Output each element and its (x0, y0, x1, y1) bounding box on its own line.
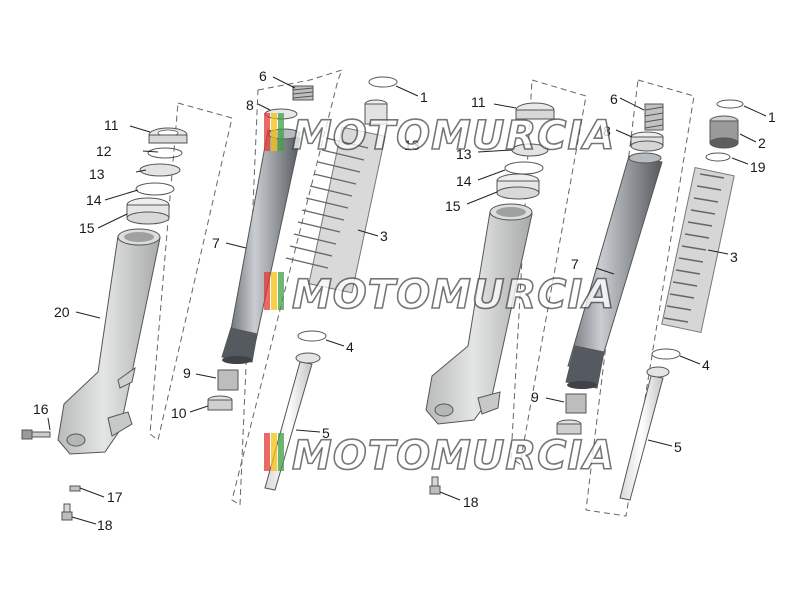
right-oring-part-1 (716, 99, 744, 109)
right-slider (425, 203, 533, 425)
left-outer-frame (231, 69, 343, 506)
left-bushing-part-10 (207, 395, 233, 411)
left-screw-part-18 (61, 503, 73, 521)
watermark-middle: MOTOMURCIA (264, 271, 615, 319)
callout-left-4: 4 (346, 339, 354, 355)
left-slider-part-20 (57, 228, 161, 455)
left-oring-part-1 (368, 76, 398, 88)
callout-left-8: 8 (246, 97, 254, 113)
callout-left-5: 5 (322, 425, 330, 441)
callout-right-3: 3 (730, 249, 738, 265)
left-spring-part-3 (285, 99, 388, 294)
callout-right-19: 19 (750, 159, 766, 175)
callout-left-18: 18 (97, 517, 113, 533)
watermark-bottom: MOTOMURCIA (264, 432, 615, 480)
right-washer-part-4 (651, 348, 681, 360)
right-ring-part-8 (630, 131, 664, 152)
callout-right-13: 13 (456, 146, 472, 162)
callout-left-9: 9 (183, 365, 191, 381)
callout-left-16: 16 (33, 401, 49, 417)
callout-left-20: 20 (54, 304, 70, 320)
right-rod-part-5 (619, 366, 670, 501)
left-spring-part-6 (292, 85, 314, 101)
callout-right-18: 18 (463, 494, 479, 510)
left-assembly: 11 12 13 14 15 20 16 17 18 9 10 7 6 8 1 … (21, 68, 428, 533)
callout-left-7: 7 (212, 235, 220, 251)
callout-left-3: 3 (380, 228, 388, 244)
right-seal-stack (496, 102, 555, 200)
callout-right-1: 1 (768, 109, 776, 125)
callout-left-14: 14 (86, 192, 102, 208)
callout-left-17: 17 (107, 489, 123, 505)
right-spring-part-6 (644, 103, 664, 131)
callout-left-1: 1 (420, 89, 428, 105)
watermark-top: MOTOMURCIA (264, 112, 615, 160)
right-outer-frame (585, 79, 695, 517)
callout-right-11: 11 (471, 94, 486, 110)
left-washer-part-4 (297, 330, 327, 342)
right-leader-lines (439, 97, 767, 501)
callout-right-2: 2 (758, 135, 766, 151)
left-screw-part-17 (69, 485, 81, 492)
left-bolt-part-16 (21, 429, 51, 440)
callout-right-14: 14 (456, 173, 472, 189)
right-screw-part-18 (429, 476, 441, 495)
watermark-text-top: MOTOMURCIA (292, 113, 615, 159)
right-cap-part-2 (709, 115, 739, 149)
callout-right-7: 7 (571, 256, 579, 272)
right-ring-part-19 (705, 152, 731, 162)
left-leader-lines (47, 76, 419, 525)
right-bushing-part-9 (565, 393, 587, 414)
callout-left-12: 12 (96, 143, 112, 159)
watermark-text-middle: MOTOMURCIA (292, 272, 615, 318)
callout-left-11: 11 (104, 117, 119, 133)
callout-left-6: 6 (259, 68, 267, 84)
callout-left-15: 15 (79, 220, 95, 236)
callout-right-15: 15 (445, 198, 461, 214)
callout-left-10: 10 (171, 405, 187, 421)
callout-right-8: 8 (603, 123, 611, 139)
callout-right-4: 4 (702, 357, 710, 373)
right-inner-frame (510, 79, 587, 465)
right-spring-part-3 (661, 166, 735, 334)
right-assembly: 11 13 14 15 7 6 8 1 2 19 3 4 5 9 18 (425, 79, 776, 517)
callout-right-5: 5 (674, 439, 682, 455)
left-bushing-part-9 (217, 369, 239, 391)
watermark-text-bottom: MOTOMURCIA (292, 433, 615, 479)
right-stanchion-part-7 (565, 152, 663, 389)
callout-left-13-partial: 13 (404, 137, 420, 153)
right-bushing-part-10 (556, 419, 582, 435)
left-stanchion-part-7 (221, 128, 301, 364)
callout-right-6: 6 (610, 91, 618, 107)
left-seal-stack (126, 127, 188, 225)
callout-left-13: 13 (89, 166, 105, 182)
callout-right-9: 9 (531, 389, 539, 405)
